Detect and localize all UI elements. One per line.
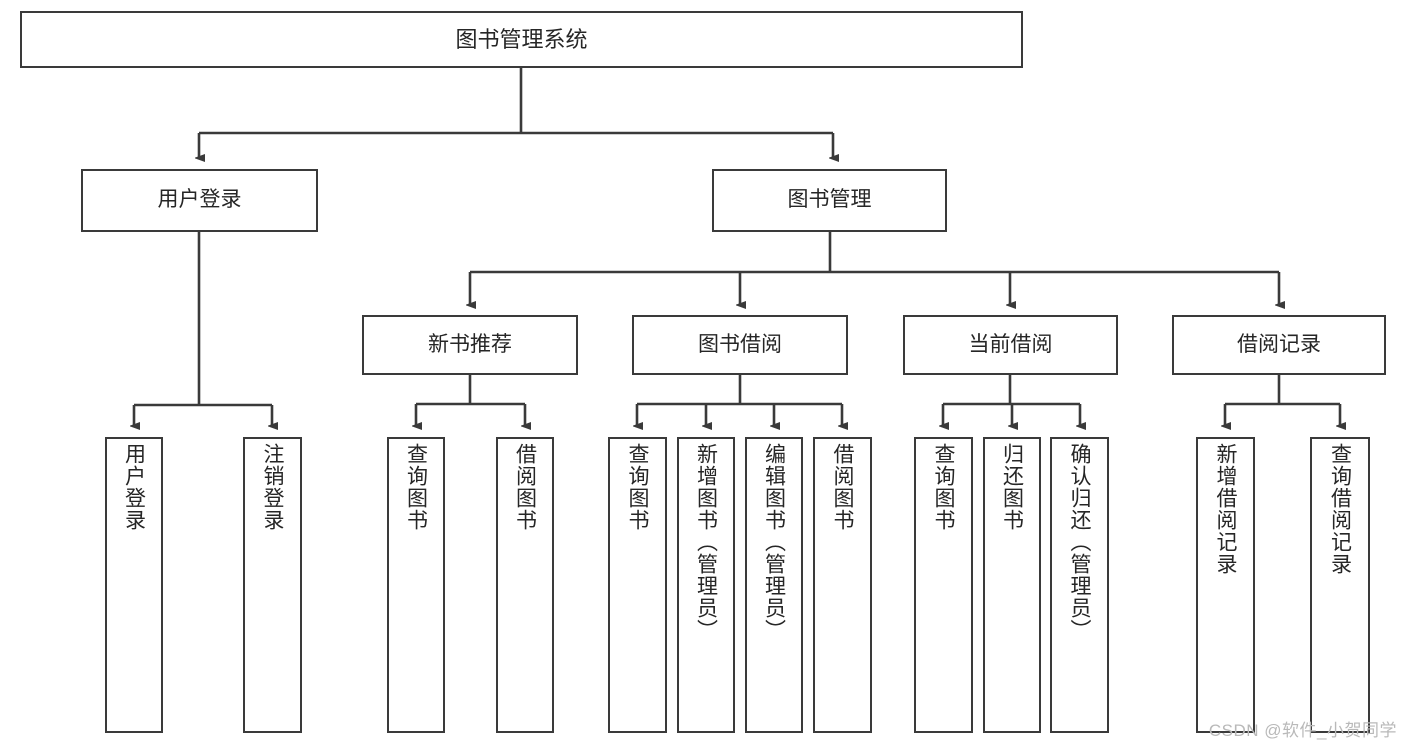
- node-label: 新增借阅记录: [1214, 443, 1237, 575]
- node-label: 借阅图书: [513, 443, 537, 531]
- node-label: 确认归还（管理员）: [1068, 443, 1091, 641]
- leaf-add-borrow-record[interactable]: 新增借阅记录: [1196, 437, 1255, 733]
- node-label: 查询图书: [404, 443, 428, 531]
- node-label: 查询图书: [932, 443, 955, 531]
- node-new-book-recommend[interactable]: 新书推荐: [362, 315, 578, 375]
- leaf-query-book-borrow[interactable]: 查询图书: [608, 437, 667, 733]
- leaf-borrow-book-recommend[interactable]: 借阅图书: [496, 437, 554, 733]
- node-borrow-record[interactable]: 借阅记录: [1172, 315, 1386, 375]
- node-label: 归还图书: [1000, 443, 1024, 531]
- node-label: 用户登录: [122, 443, 146, 531]
- node-label: 借阅图书: [831, 443, 854, 531]
- node-user-login[interactable]: 用户登录: [81, 169, 318, 232]
- node-book-management[interactable]: 图书管理: [712, 169, 947, 232]
- node-root-system[interactable]: 图书管理系统: [20, 11, 1023, 68]
- node-label: 借阅记录: [1237, 332, 1321, 356]
- leaf-add-book-admin[interactable]: 新增图书（管理员）: [677, 437, 735, 733]
- leaf-query-borrow-record[interactable]: 查询借阅记录: [1310, 437, 1370, 733]
- node-book-borrow[interactable]: 图书借阅: [632, 315, 848, 375]
- node-label: 当前借阅: [968, 332, 1053, 356]
- node-label: 新增图书（管理员）: [694, 443, 718, 641]
- leaf-query-book-current[interactable]: 查询图书: [914, 437, 973, 733]
- leaf-query-book-recommend[interactable]: 查询图书: [387, 437, 445, 733]
- node-label: 查询借阅记录: [1328, 443, 1352, 575]
- leaf-return-book[interactable]: 归还图书: [983, 437, 1041, 733]
- node-label: 用户登录: [157, 188, 242, 212]
- leaf-confirm-return-admin[interactable]: 确认归还（管理员）: [1050, 437, 1109, 733]
- leaf-edit-book-admin[interactable]: 编辑图书（管理员）: [745, 437, 803, 733]
- node-current-borrow[interactable]: 当前借阅: [903, 315, 1118, 375]
- node-label: 注销登录: [261, 443, 284, 531]
- leaf-borrow-book[interactable]: 借阅图书: [813, 437, 872, 733]
- leaf-logout[interactable]: 注销登录: [243, 437, 302, 733]
- node-label: 图书借阅: [698, 332, 782, 356]
- node-label: 编辑图书（管理员）: [762, 443, 786, 641]
- leaf-user-login[interactable]: 用户登录: [105, 437, 163, 733]
- node-label: 新书推荐: [428, 332, 512, 356]
- node-label: 查询图书: [626, 443, 649, 531]
- node-label: 图书管理系统: [455, 26, 588, 52]
- node-label: 图书管理: [787, 188, 872, 212]
